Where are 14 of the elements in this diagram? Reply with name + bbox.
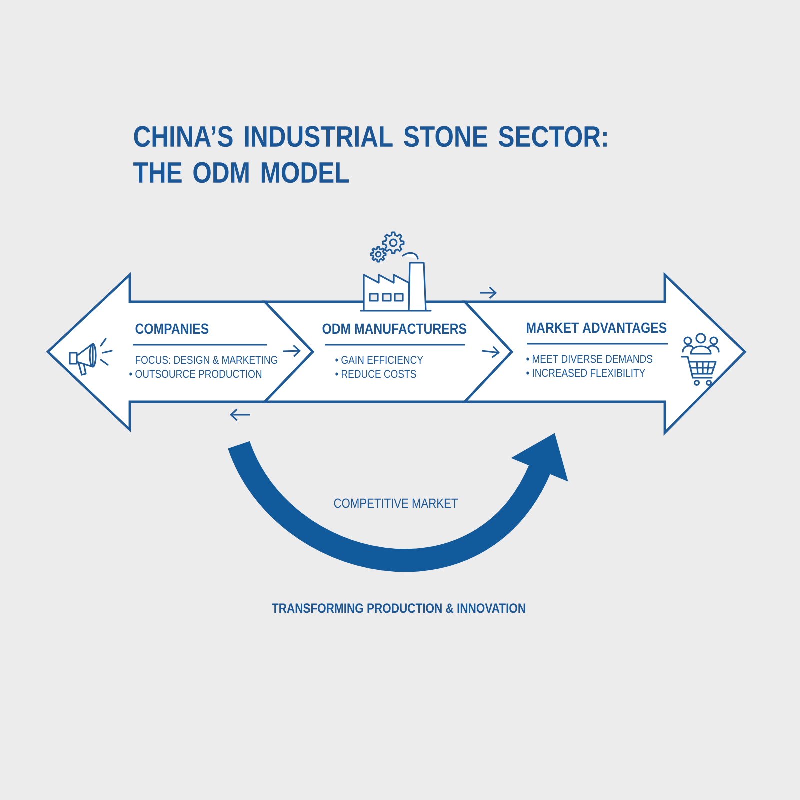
- list-item: • MEET DIVERSE DEMANDS: [526, 355, 653, 364]
- title: CHINA’S INDUSTRIAL STONE SECTOR: THE ODM MODEL: [134, 126, 607, 184]
- edge-label: COMPETITIVE MARKET: [332, 496, 460, 510]
- segment-heading: MARKET ADVANTAGES: [527, 322, 667, 334]
- segment-heading: COMPANIES: [136, 324, 209, 334]
- list-item: • REDUCE COSTS: [336, 370, 416, 378]
- arrow: [482, 346, 500, 358]
- list-item: • GAIN EFFICIENCY: [336, 356, 424, 364]
- list-item: FOCUS: DESIGN & MARKETING: [136, 356, 278, 364]
- arrow: [282, 345, 301, 358]
- segment-heading: ODM MANUFACTURERS: [322, 324, 466, 334]
- list-item: • INCREASED FLEXIBILITY: [526, 369, 646, 378]
- caption: TRANSFORMING PRODUCTION & INNOVATION: [272, 604, 526, 614]
- list-item: • OUTSOURCE PRODUCTION: [130, 370, 262, 378]
